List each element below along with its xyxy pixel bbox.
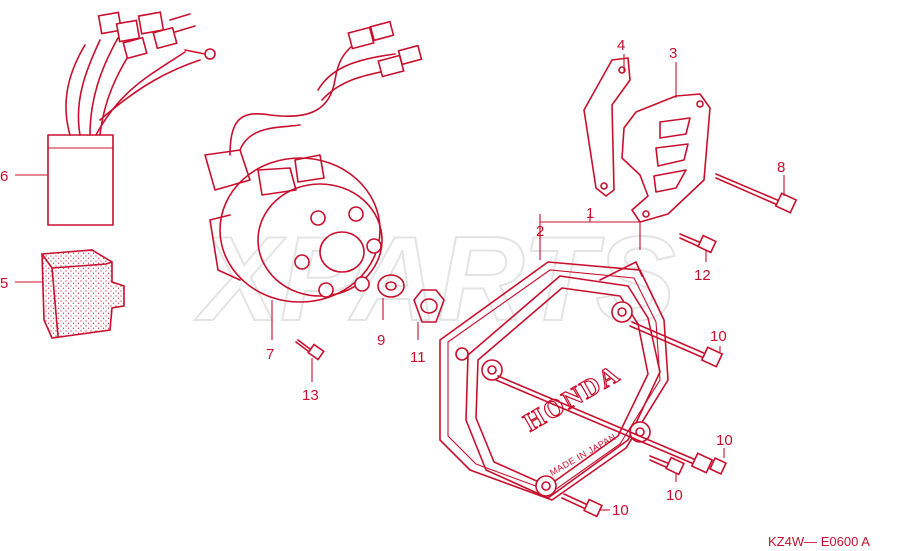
- label-part-10-b: 10: [716, 432, 733, 449]
- label-part-3: 3: [669, 45, 677, 62]
- label-part-10-c: 10: [666, 487, 683, 504]
- label-part-5: 5: [0, 275, 8, 292]
- label-part-7: 7: [266, 346, 274, 363]
- regulator-rectifier: [47, 11, 216, 226]
- rubber-mount: [41, 249, 125, 339]
- bolt-part-13: [295, 339, 325, 361]
- cover-brand-text: HONDA: [519, 359, 626, 438]
- label-part-10-a: 10: [710, 328, 727, 345]
- guard-plate-part-3: [621, 93, 711, 223]
- watermark-text: XPARTS: [194, 212, 676, 346]
- bolt-part-10a: [629, 321, 724, 368]
- stator-assembly: [204, 20, 423, 303]
- bolt-part-10c: [649, 455, 685, 476]
- label-part-4: 4: [617, 37, 625, 54]
- label-part-12: 12: [694, 267, 711, 284]
- label-part-2: 2: [536, 223, 544, 240]
- bolt-part-10b: [495, 375, 728, 476]
- bolt-part-12: [679, 233, 717, 254]
- label-part-10-d: 10: [612, 502, 629, 519]
- label-part-1: 1: [586, 205, 594, 222]
- label-part-6: 6: [0, 168, 8, 185]
- washer-part-9: [377, 274, 405, 298]
- diagram-code: KZ4W— E0600 A: [768, 534, 870, 549]
- label-part-13: 13: [302, 387, 319, 404]
- label-part-8: 8: [777, 159, 785, 176]
- label-part-9: 9: [377, 332, 385, 349]
- bolt-part-8: [715, 173, 798, 214]
- bracket-part-4: [583, 57, 631, 197]
- nut-part-11: [413, 289, 445, 323]
- label-part-11: 11: [410, 349, 426, 366]
- bolt-part-10d: [561, 493, 603, 518]
